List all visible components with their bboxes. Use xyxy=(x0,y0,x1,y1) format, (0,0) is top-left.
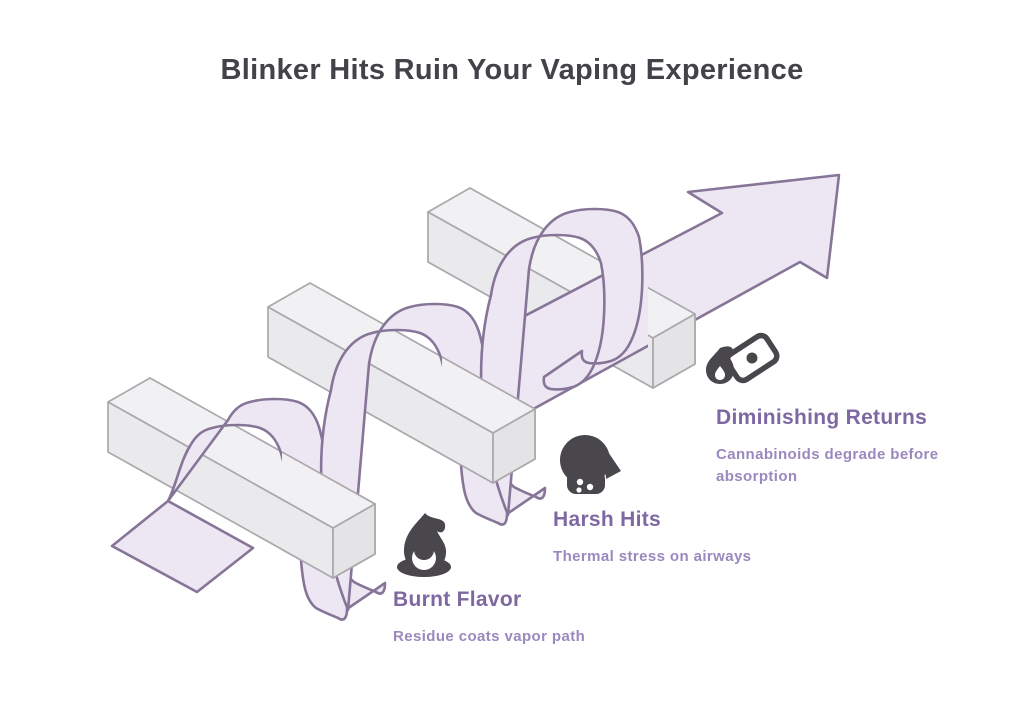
item-description: Cannabinoids degrade before absorption xyxy=(716,446,939,485)
item-description: Residue coats vapor path xyxy=(393,628,586,645)
bar-3d xyxy=(442,355,536,484)
burning-money-icon xyxy=(706,332,780,384)
ribbon-tail xyxy=(110,499,255,594)
callout-diminishing-returns: Diminishing Returns Cannabinoids degrade… xyxy=(716,406,966,488)
cough-head-icon xyxy=(560,435,621,494)
ribbon-arrow xyxy=(110,173,841,621)
bar-3d xyxy=(648,286,696,389)
callout-burnt-flavor: Burnt Flavor Residue coats vapor path xyxy=(393,588,633,648)
bar-3d xyxy=(282,450,376,579)
ribbon-hump-3 xyxy=(479,207,644,517)
page-title: Blinker Hits Ruin Your Vaping Experience xyxy=(220,54,804,86)
item-label: Burnt Flavor xyxy=(393,588,522,611)
item-description: Thermal stress on airways xyxy=(553,548,752,565)
flame-icon xyxy=(397,513,451,577)
callout-harsh-hits: Harsh Hits Thermal stress on airways xyxy=(553,508,793,568)
item-label: Harsh Hits xyxy=(553,508,662,531)
item-label: Diminishing Returns xyxy=(716,406,928,429)
